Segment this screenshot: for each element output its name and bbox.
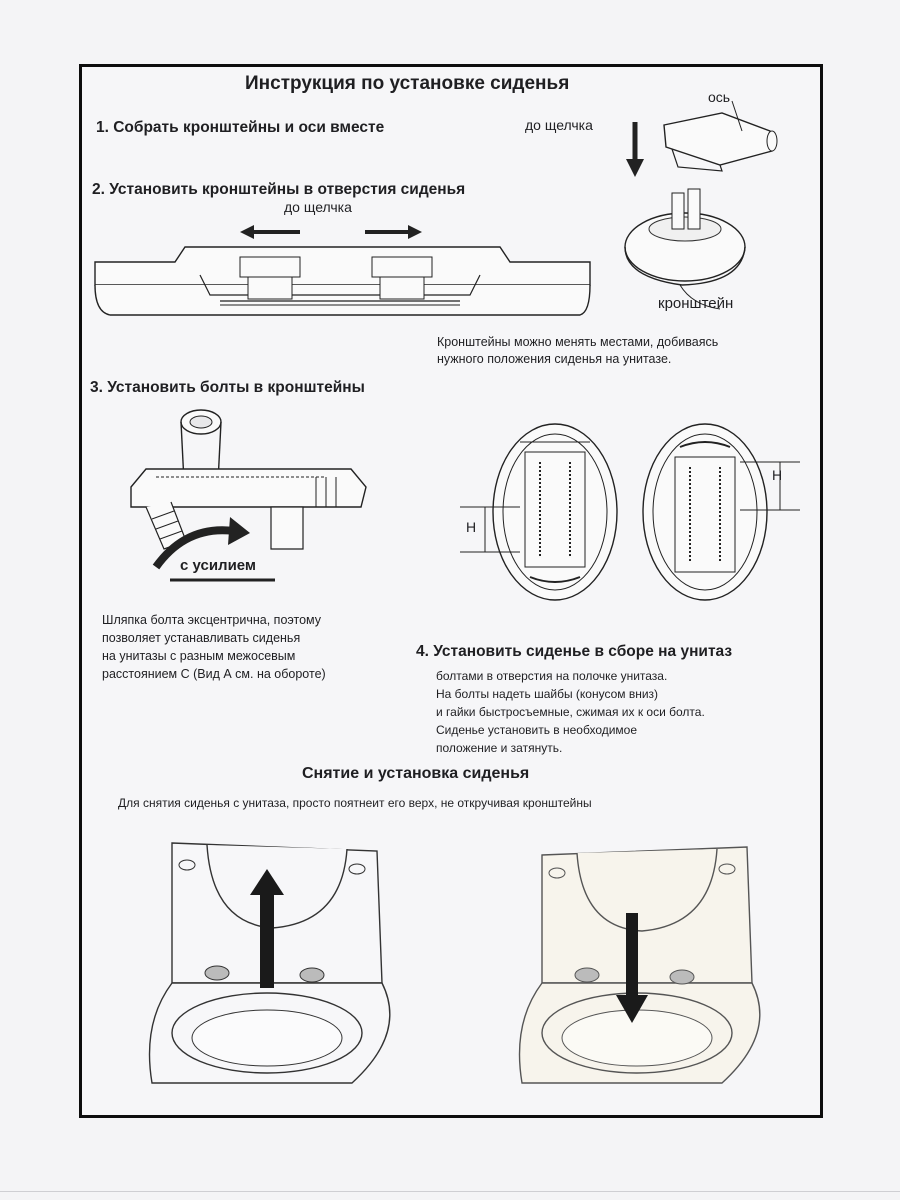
bolt-bracket-illustration bbox=[126, 407, 376, 567]
note-bolt-line-2: позволяет устанавливать сиденья bbox=[102, 631, 301, 645]
bracket-positions-illustration bbox=[460, 422, 810, 602]
note-step4-line-5: положение и затянуть. bbox=[436, 741, 563, 755]
note-bolt-line-1: Шляпка болта эксцентрична, поэтому bbox=[102, 613, 322, 627]
note-bolt-line-3: на унитазы с разным межосевым bbox=[102, 649, 296, 663]
toilet-install-illustration bbox=[512, 833, 762, 1093]
label-h-right: H bbox=[772, 467, 783, 483]
step-3-heading: 3. Установить болты в кронштейны bbox=[90, 379, 365, 396]
seat-cross-section-illustration bbox=[90, 225, 590, 327]
label-h-left: H bbox=[466, 519, 477, 535]
toilet-remove-illustration bbox=[142, 833, 392, 1093]
label-do-shchelchka-mid: до щелчка bbox=[284, 199, 352, 215]
note-step4-line-1: болтами в отверстия на полочке унитаза. bbox=[436, 669, 668, 683]
axle-bracket-illustration bbox=[602, 87, 822, 287]
page-bottom-rule bbox=[0, 1191, 900, 1192]
label-kronshtein: кронштейн bbox=[658, 295, 734, 312]
note-bolt-line-4: расстоянием С (Вид А см. на обороте) bbox=[102, 667, 326, 681]
removal-heading: Снятие и установка сиденья bbox=[302, 765, 530, 782]
step-4-heading: 4. Установить сиденье в сборе на унитаз bbox=[416, 643, 733, 660]
page-title: Инструкция по установке сиденья bbox=[245, 73, 570, 94]
note-swap-line-2: нужного положения сиденья на унитазе. bbox=[437, 352, 672, 366]
note-step4-line-2: На болты надеть шайбы (конусом вниз) bbox=[436, 687, 659, 701]
s-usiliem-underline bbox=[170, 577, 280, 583]
step-2-heading: 2. Установить кронштейны в отверстия сид… bbox=[92, 181, 466, 198]
note-step4-line-4: Сиденье установить в необходимое bbox=[436, 723, 638, 737]
label-do-shchelchka-top: до щелчка bbox=[525, 117, 593, 133]
label-s-usiliem: с усилием bbox=[180, 557, 257, 574]
step-1-heading: 1. Собрать кронштейны и оси вместе bbox=[96, 119, 385, 136]
note-swap-line-1: Кронштейны можно менять местами, добивая… bbox=[437, 335, 719, 349]
label-os: ось bbox=[708, 89, 731, 105]
removal-text: Для снятия сиденья с унитаза, просто поя… bbox=[118, 796, 592, 810]
note-step4-line-3: и гайки быстросъемные, сжимая их к оси б… bbox=[436, 705, 705, 719]
instruction-sheet: Инструкция по установке сиденья 1. Собра… bbox=[79, 64, 823, 1118]
